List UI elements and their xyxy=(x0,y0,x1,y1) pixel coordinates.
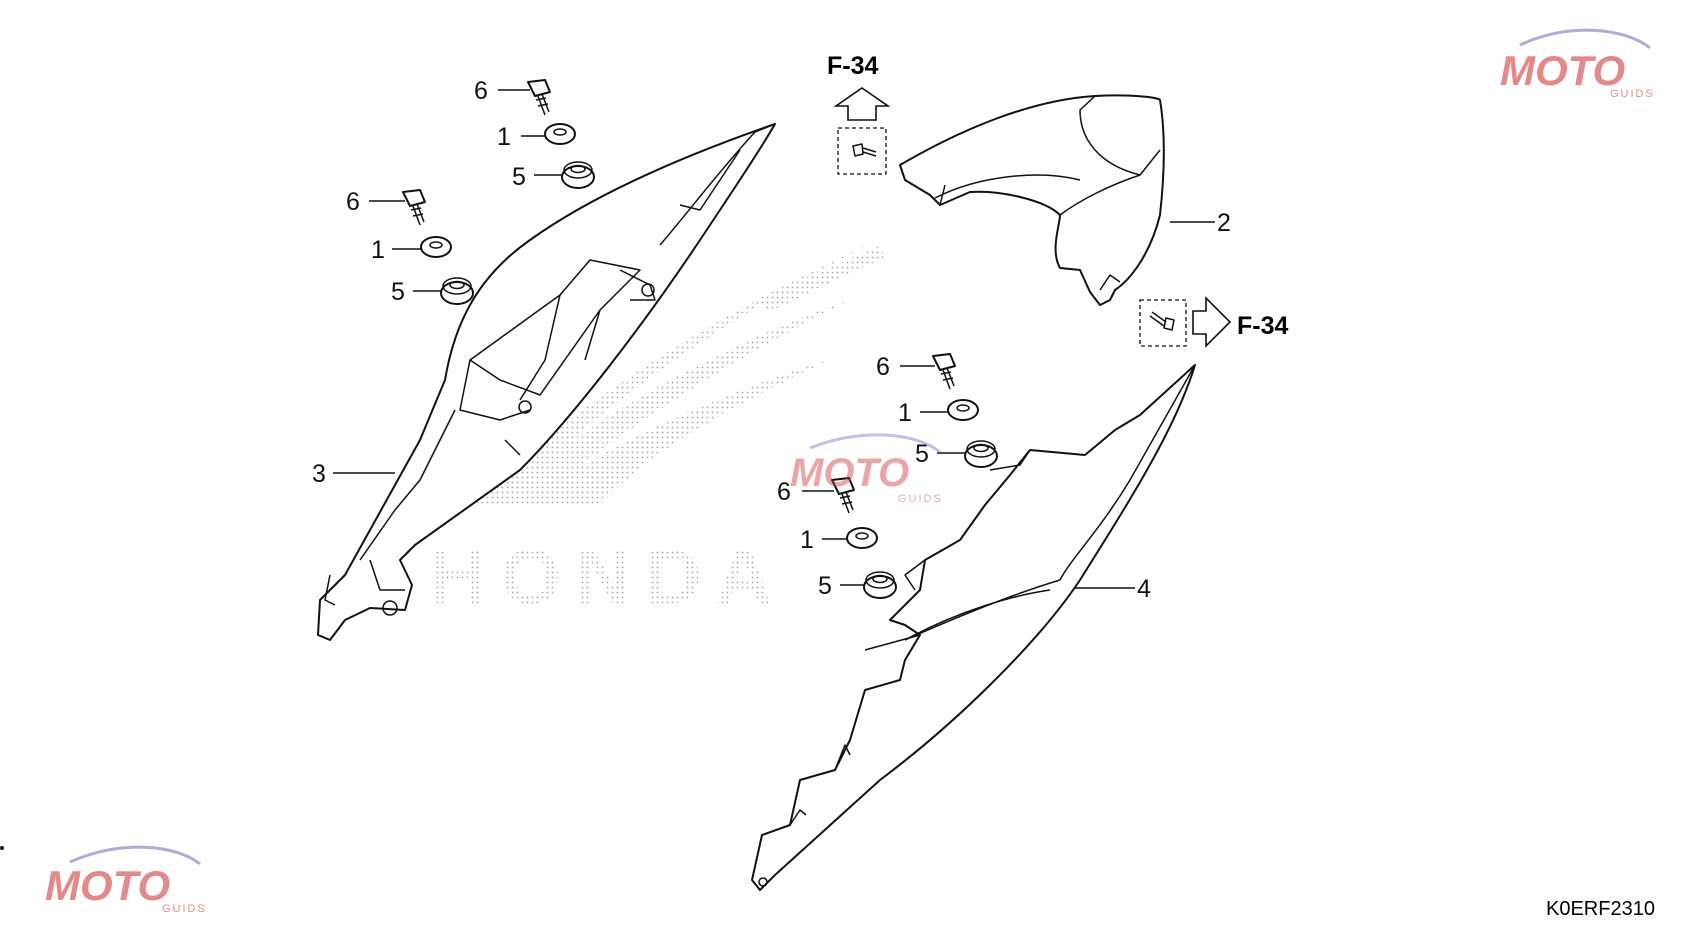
callout-bolt: 6 xyxy=(876,353,890,381)
washer-icon xyxy=(947,399,979,421)
callout-grommet: 5 xyxy=(818,572,832,600)
callout-washer: 1 xyxy=(371,236,385,264)
watermark-logo-bottom-left: MOTO GUIDS xyxy=(45,845,207,915)
watermark-brand: MOTO xyxy=(1500,47,1625,94)
arrow-up-icon xyxy=(833,87,891,121)
rear-center-cover-part xyxy=(899,94,1165,306)
callout-bolt: 6 xyxy=(777,478,791,506)
dashed-screw-box xyxy=(837,127,887,175)
reference-top: F-34 xyxy=(827,52,891,175)
grommet-icon xyxy=(561,161,595,189)
grommet-icon xyxy=(440,277,474,305)
grommet-icon xyxy=(863,571,897,599)
ref-label-top: F-34 xyxy=(827,52,879,80)
reference-right: F-34 xyxy=(1139,296,1289,348)
callout-bolt: 6 xyxy=(474,77,488,105)
bolt-icon xyxy=(402,189,426,226)
leader-lines xyxy=(333,89,1215,589)
stray-dot xyxy=(0,846,4,850)
bolt-icon xyxy=(527,79,551,116)
callout-bolt: 6 xyxy=(346,188,360,216)
honda-wing-logo: HONDA xyxy=(430,242,885,620)
watermark-brand: MOTO xyxy=(790,451,909,495)
honda-logo-text: HONDA xyxy=(430,532,786,620)
callout-washer: 1 xyxy=(497,123,511,151)
washer-icon xyxy=(846,527,878,549)
callout-left-side-cover: 3 xyxy=(312,460,326,488)
callout-grommet: 5 xyxy=(512,163,526,191)
callout-grommet: 5 xyxy=(915,440,929,468)
watermark-logo-top-right: MOTO GUIDS xyxy=(1500,28,1655,100)
washer-icon xyxy=(544,123,576,145)
bolt-icon xyxy=(932,353,956,390)
callout-grommet: 5 xyxy=(391,278,405,306)
watermark-brand: MOTO xyxy=(45,862,170,909)
grommet-icon xyxy=(964,440,998,468)
watermark-sub: GUIDS xyxy=(162,903,207,915)
washer-icon xyxy=(420,236,452,258)
screw-icon xyxy=(852,143,877,157)
watermark-logo-center: MOTO GUIDS xyxy=(790,433,943,505)
callout-washer: 1 xyxy=(898,399,912,427)
arrow-right-icon xyxy=(1192,296,1232,348)
screw-icon xyxy=(1149,311,1175,331)
callout-washer: 1 xyxy=(800,526,814,554)
watermark-sub: GUIDS xyxy=(898,493,943,505)
callout-rear-cover: 2 xyxy=(1217,209,1231,237)
dashed-screw-box xyxy=(1139,299,1187,347)
bolt-icon xyxy=(831,477,855,514)
diagram-code: K0ERF2310 xyxy=(1546,898,1655,920)
side-cover-left-part xyxy=(317,123,776,641)
watermark-sub: GUIDS xyxy=(1610,88,1655,100)
side-cover-right-part xyxy=(751,364,1196,891)
ref-label-right: F-34 xyxy=(1237,312,1289,340)
callout-right-side-cover: 4 xyxy=(1137,575,1151,603)
